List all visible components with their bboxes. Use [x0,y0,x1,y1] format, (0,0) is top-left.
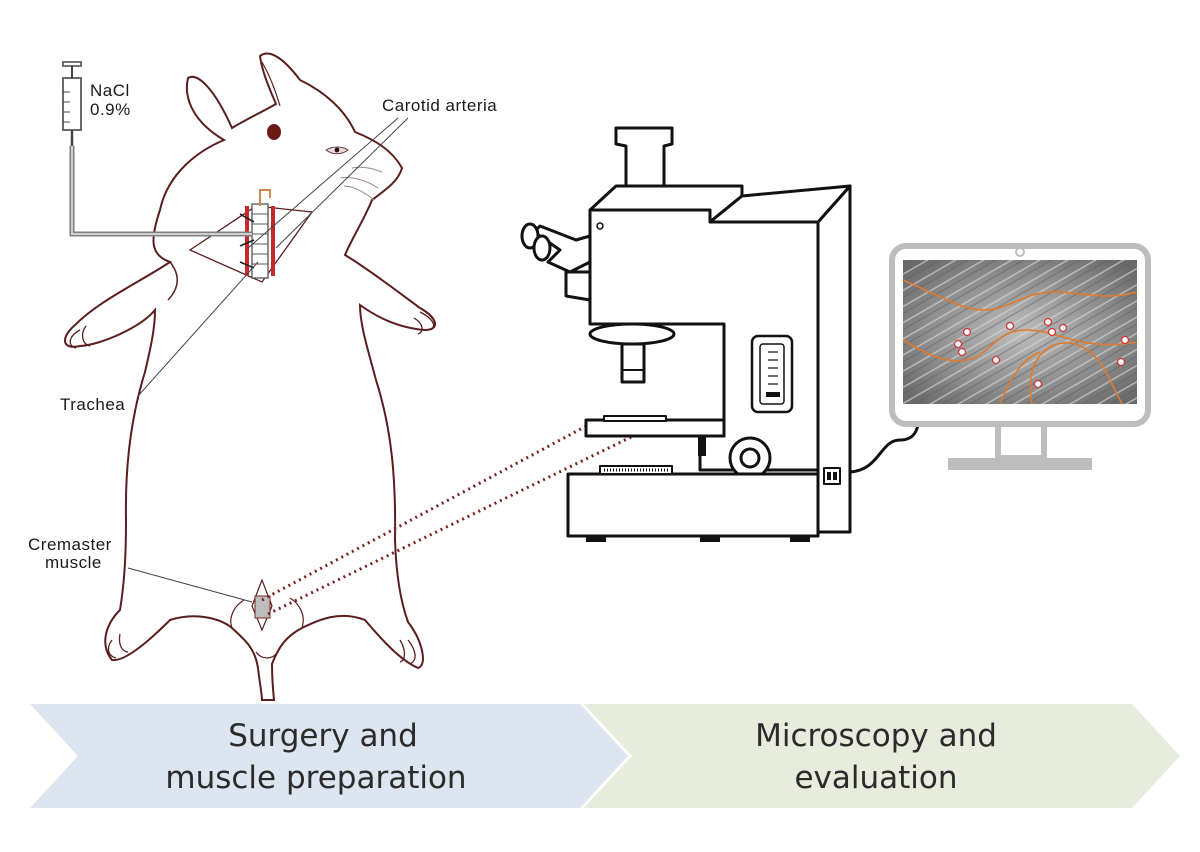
carotid-leader-2 [275,117,409,249]
trachea-structure [251,203,269,279]
cremaster-tissue [254,595,271,619]
stage-2-arrow [584,704,1180,808]
monitor-stand-base [948,458,1092,470]
carotid-arteria-label: Carotid arteria [382,96,497,115]
microscope-objective [620,342,646,384]
microscope-stage [584,418,726,438]
microscope-base [566,472,820,538]
leader-lines [127,117,409,603]
mouse-eye [267,124,281,140]
saline-syringe [62,61,252,237]
monitor-cable [849,413,922,474]
mouse-illustration [64,52,436,701]
mouse-front-paw-left [69,325,91,349]
trachea-label: Trachea [60,395,125,414]
stage-1-arrow [30,704,628,808]
microscope-nosepiece [588,322,676,346]
carotid-catheter [259,189,271,206]
intravital-microscopy-image [902,260,1138,405]
mouse-front-paw-right [413,311,435,335]
microscope-eyepiece [614,126,674,192]
carotid-leader-1 [247,117,399,249]
stage-1-title-line1: Surgery and [228,718,418,754]
monitor-stand-neck [995,421,1047,461]
neck-incision [188,189,314,283]
mouse-body-outline [64,52,436,701]
mouse-genital-area [255,651,279,659]
trachea-leader [137,261,259,397]
workflow-stages: Surgery and muscle preparation Microscop… [30,704,1180,808]
muscle-label: muscle [45,553,102,572]
venule-outlines [902,279,1138,405]
nacl-concentration-label: 0.9% [90,100,131,119]
microscope-slide [603,415,667,422]
microscope-power-switch [823,467,841,485]
stage-2-title-line2: evaluation [794,760,957,796]
cremaster-leader [127,567,253,603]
cremaster-label: Cremaster [28,535,112,554]
monitor [889,243,1151,470]
mouse-ear-inner [261,61,281,107]
mouse-whiskers [339,166,383,201]
nacl-label: NaCl [90,81,130,100]
leukocyte-markers [953,317,1130,389]
mouse-hind-paw-left [107,633,129,659]
monitor-camera [1015,247,1025,257]
stage-2-title-line1: Microscopy and [755,718,997,754]
microscope [520,126,852,542]
cremaster-muscle-prep [251,578,273,632]
suture-marks [239,213,255,269]
stage-1-title-line2: muscle preparation [165,760,466,796]
mouse-hind-paw-right [399,639,416,665]
specimen-link-lines [261,418,667,616]
